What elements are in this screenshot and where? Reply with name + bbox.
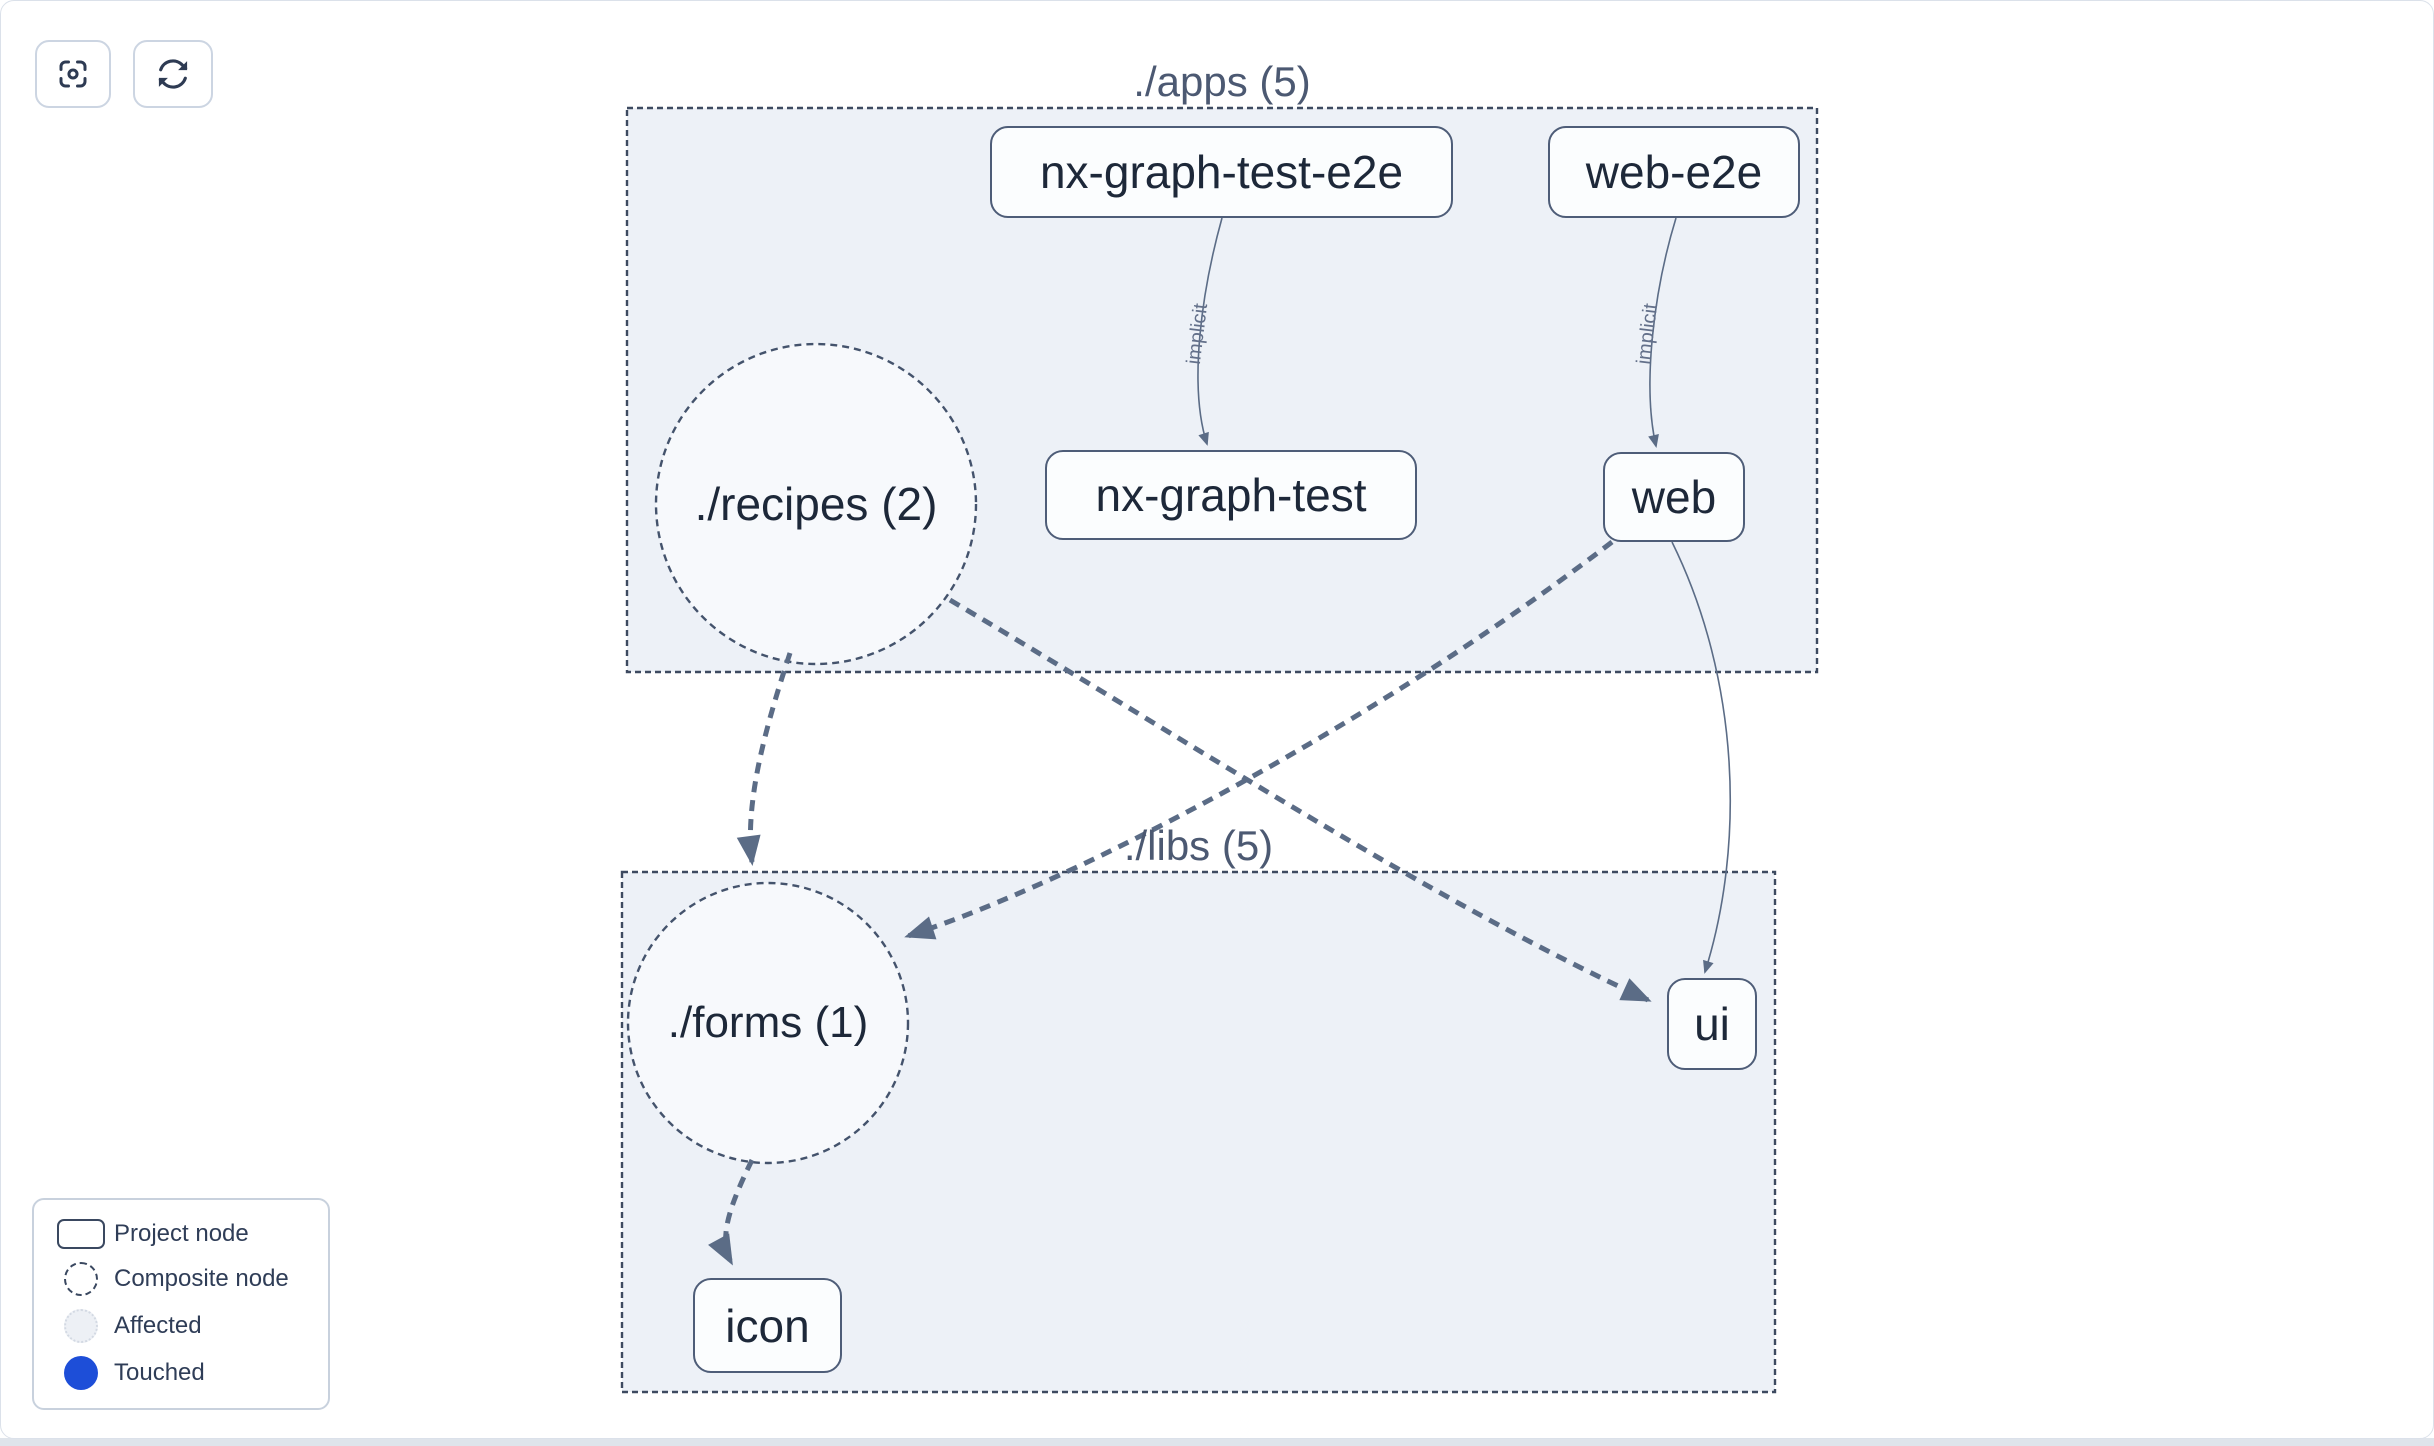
- node-ui[interactable]: ui: [1667, 978, 1757, 1070]
- composite-node-swatch-icon: [48, 1261, 114, 1296]
- node-label: icon: [725, 1299, 810, 1352]
- edge-forms-icon: [708, 1158, 755, 1266]
- node-label: web-e2e: [1585, 146, 1763, 198]
- legend-item-project-node: Project node: [48, 1218, 314, 1249]
- composite-node-forms[interactable]: [626, 881, 910, 1165]
- legend-label: Touched: [114, 1358, 205, 1386]
- legend-label: Affected: [114, 1311, 202, 1339]
- node-label: web: [1631, 471, 1717, 523]
- refresh-graph-button[interactable]: [133, 40, 213, 108]
- bottom-edge-strip: [0, 1438, 2434, 1446]
- edge-web-ui: [1671, 541, 1732, 974]
- edge-web-forms: [904, 540, 1614, 940]
- focus-view-button[interactable]: [35, 40, 111, 108]
- touched-swatch-icon: [48, 1355, 114, 1390]
- project-node-swatch-icon: [48, 1218, 114, 1249]
- node-label: nx-graph-test-e2e: [1039, 146, 1404, 198]
- center-focus-icon: [59, 60, 87, 88]
- node-label: nx-graph-test: [1095, 469, 1367, 521]
- node-web-e2e[interactable]: web-e2e: [1548, 126, 1800, 218]
- legend-item-composite-node: Composite node: [48, 1261, 314, 1296]
- group-title-apps: ./apps (5): [1133, 58, 1311, 105]
- legend-item-touched: Touched: [48, 1355, 314, 1390]
- edge-webe2e-web: [1648, 217, 1677, 448]
- node-web[interactable]: web: [1603, 452, 1745, 542]
- legend-panel: Project node Composite node Affected Tou…: [32, 1198, 330, 1410]
- group-title-libs: ./libs (5): [1123, 822, 1274, 869]
- node-nx-graph-test[interactable]: nx-graph-test: [1045, 450, 1417, 540]
- legend-label: Project node: [114, 1219, 249, 1247]
- node-label: ui: [1694, 998, 1730, 1050]
- legend-label: Composite node: [114, 1264, 289, 1292]
- affected-swatch-icon: [48, 1308, 114, 1343]
- edge-recipes-ui: [948, 597, 1652, 1003]
- edge-nxgraphteste2e-nxgraphtest: [1197, 217, 1223, 446]
- legend-item-affected: Affected: [48, 1308, 314, 1343]
- node-icon[interactable]: icon: [693, 1278, 842, 1373]
- edge-recipes-forms: [736, 652, 793, 866]
- node-nx-graph-test-e2e[interactable]: nx-graph-test-e2e: [990, 126, 1453, 218]
- composite-node-recipes[interactable]: [654, 342, 978, 666]
- refresh-icon: [158, 59, 188, 89]
